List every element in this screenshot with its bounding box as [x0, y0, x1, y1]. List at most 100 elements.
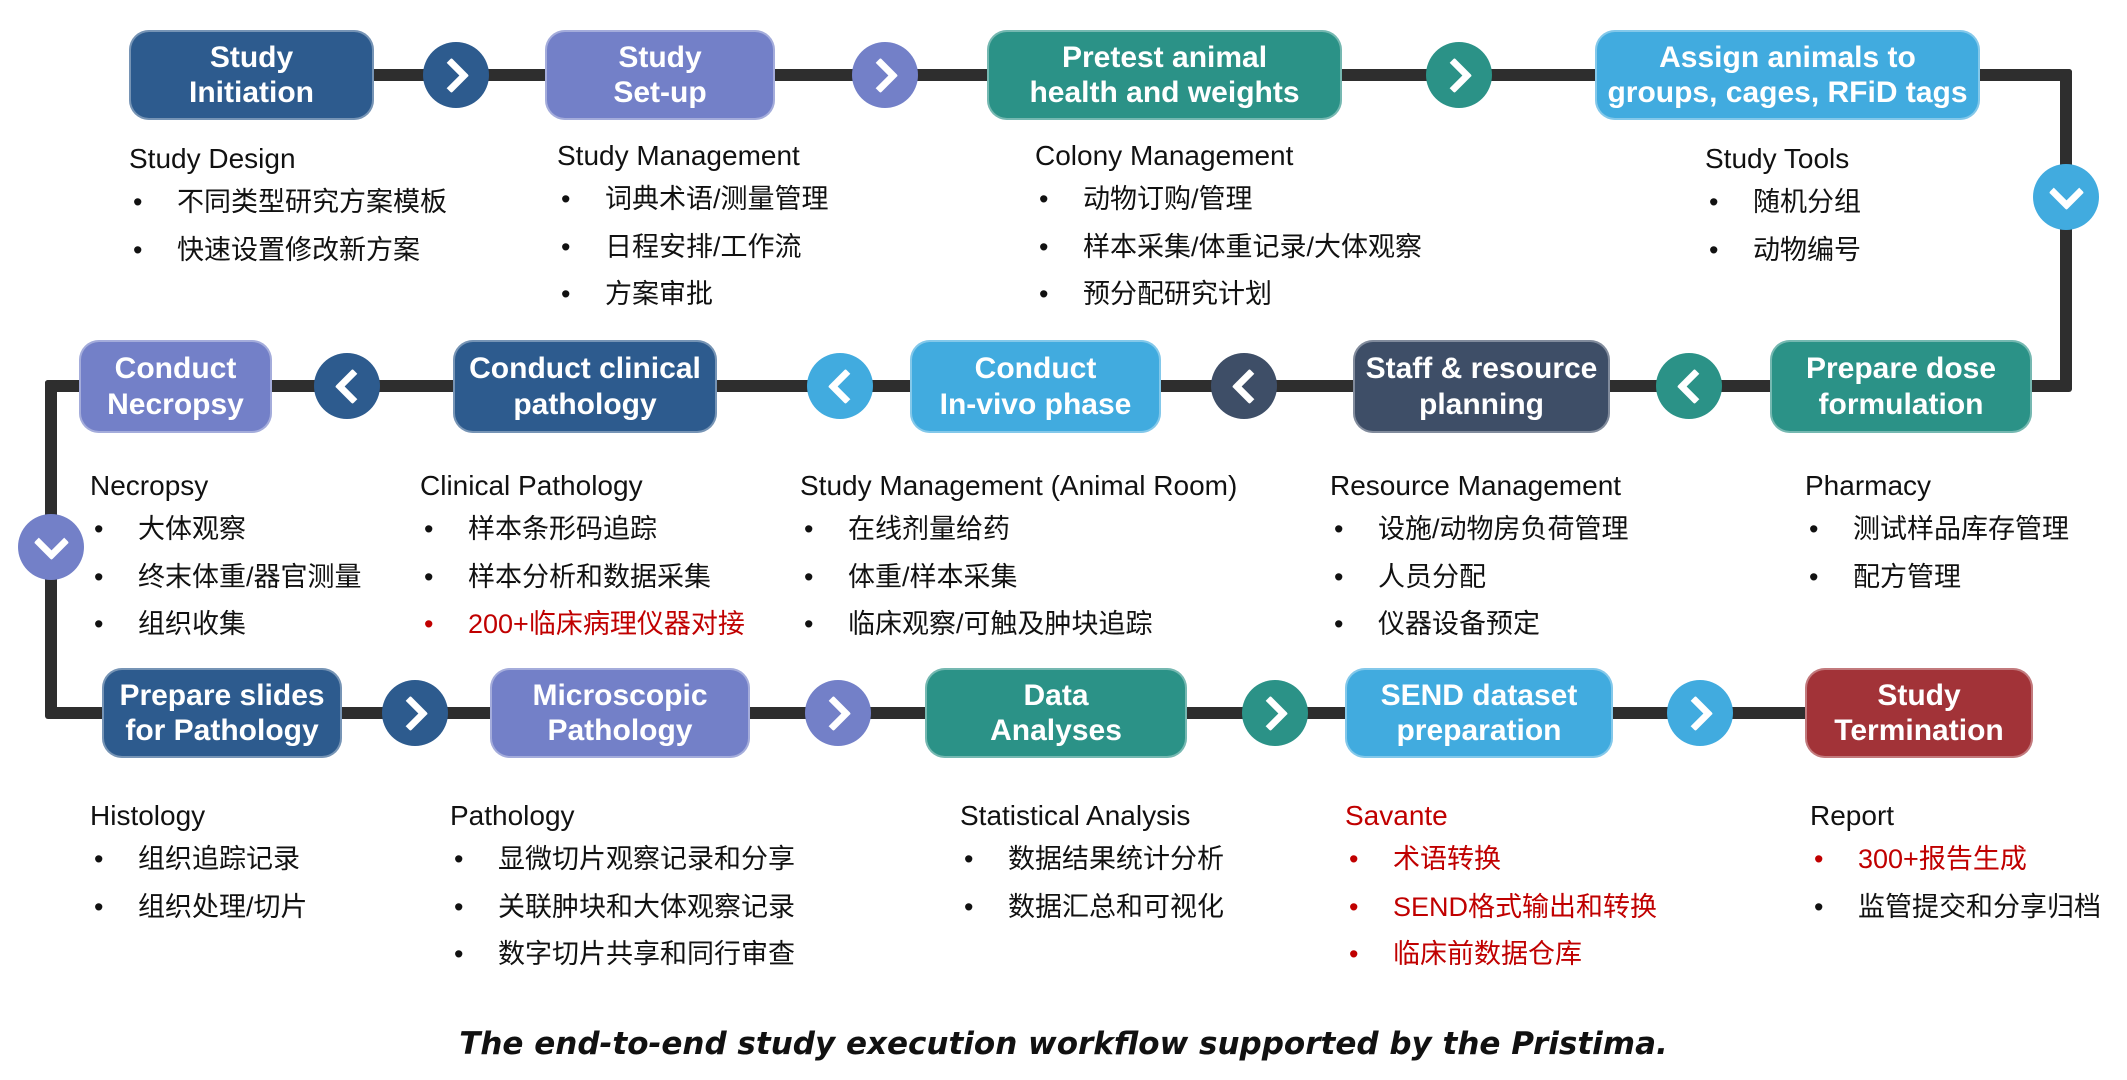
- bullet-dot-icon: •: [133, 234, 143, 265]
- step-label: Conduct In-vivo phase: [939, 352, 1132, 421]
- step-prepare-slides: Prepare slides for Pathology: [102, 668, 342, 758]
- note-clinical-pathology: Clinical Pathology •样本条形码追踪 •样本分析和数据采集 •…: [420, 470, 800, 655]
- chevron-down-icon: [2048, 174, 2084, 210]
- note-report: Report •300+报告生成 •监管提交和分享归档: [1810, 800, 2127, 937]
- step-study-initiation: Study Initiation: [129, 30, 374, 120]
- step-study-set-up: Study Set-up: [545, 30, 775, 120]
- note-bullet: •设施/动物房负荷管理: [1330, 512, 1760, 547]
- note-bullet: •数据汇总和可视化: [960, 890, 1340, 925]
- note-bullet: •在线剂量给药: [800, 512, 1300, 547]
- arrow-right-icon: [1242, 680, 1308, 746]
- bullet-dot-icon: •: [1039, 184, 1049, 214]
- bullet-dot-icon: •: [1039, 231, 1049, 262]
- bullet-dot-icon: •: [1334, 609, 1344, 640]
- bullet-dot-icon: •: [94, 844, 104, 874]
- step-microscopic-pathology: Microscopic Pathology: [490, 668, 750, 758]
- connector-line: [2060, 69, 2072, 391]
- bullet-dot-icon: •: [94, 561, 104, 592]
- note-bullet: •预分配研究计划: [1035, 277, 1555, 312]
- chevron-right-icon: [815, 695, 851, 731]
- arrow-right-icon: [852, 42, 918, 108]
- arrow-right-icon: [382, 680, 448, 746]
- bullet-dot-icon: •: [561, 279, 571, 310]
- step-conduct-in-vivo-phase: Conduct In-vivo phase: [910, 340, 1161, 433]
- note-bullet: •不同类型研究方案模板: [129, 185, 559, 220]
- note-bullet: •样本分析和数据采集: [420, 560, 800, 595]
- step-label: Pretest animal health and weights: [1029, 40, 1300, 109]
- note-bullet: •终末体重/器官测量: [90, 560, 420, 595]
- note-bullet: •样本条形码追踪: [420, 512, 800, 547]
- note-bullet: •仪器设备预定: [1330, 607, 1760, 642]
- bullet-dot-icon: •: [561, 184, 571, 214]
- note-bullet: •监管提交和分享归档: [1810, 890, 2127, 925]
- step-conduct-clinical-pathology: Conduct clinical pathology: [453, 340, 717, 433]
- note-colony-management: Colony Management •动物订购/管理 •样本采集/体重记录/大体…: [1035, 140, 1555, 325]
- bullet-dot-icon: •: [1334, 561, 1344, 592]
- bullet-dot-icon: •: [1809, 561, 1819, 592]
- note-pharmacy: Pharmacy •测试样品库存管理 •配方管理: [1805, 470, 2125, 607]
- bullet-dot-icon: •: [1814, 891, 1824, 922]
- arrow-right-icon: [423, 42, 489, 108]
- figure-caption: The end-to-end study execution workflow …: [459, 1026, 1668, 1062]
- note-title: Study Design: [129, 143, 296, 174]
- note-bullet: •体重/样本采集: [800, 560, 1300, 595]
- step-prepare-dose-formulation: Prepare dose formulation: [1770, 340, 2032, 433]
- note-bullet: •配方管理: [1805, 560, 2125, 595]
- bullet-dot-icon: •: [1709, 234, 1719, 265]
- bullet-dot-icon: •: [804, 514, 814, 544]
- bullet-dot-icon: •: [133, 187, 143, 217]
- note-bullet-highlight: •SEND格式输出和转换: [1345, 890, 1765, 925]
- note-title: Pathology: [450, 800, 575, 831]
- note-study-management: Study Management •词典术语/测量管理 •日程安排/工作流 •方…: [557, 140, 987, 325]
- note-bullet: •快速设置修改新方案: [129, 233, 559, 268]
- bullet-dot-icon: •: [454, 939, 464, 970]
- bullet-dot-icon: •: [1349, 844, 1359, 874]
- note-bullet: •词典术语/测量管理: [557, 182, 987, 217]
- note-bullet-highlight: •200+临床病理仪器对接: [420, 607, 800, 642]
- note-title: Necropsy: [90, 470, 209, 501]
- arrow-left-icon: [807, 353, 873, 419]
- step-label: Prepare dose formulation: [1805, 352, 1997, 421]
- note-title: Study Tools: [1705, 143, 1850, 174]
- bullet-dot-icon: •: [1349, 939, 1359, 970]
- chevron-right-icon: [433, 57, 469, 93]
- chevron-right-icon: [1677, 695, 1713, 731]
- chevron-left-icon: [827, 368, 863, 404]
- note-bullet: •动物编号: [1705, 233, 2035, 268]
- step-conduct-necropsy: Conduct Necropsy: [79, 340, 272, 433]
- arrow-right-icon: [805, 680, 871, 746]
- note-study-design: Study Design •不同类型研究方案模板 •快速设置修改新方案: [129, 143, 559, 280]
- step-assign-animals: Assign animals to groups, cages, RFiD ta…: [1595, 30, 1980, 120]
- bullet-dot-icon: •: [1349, 891, 1359, 922]
- step-staff-resource-planning: Staff & resource planning: [1353, 340, 1610, 433]
- bullet-dot-icon: •: [964, 844, 974, 874]
- note-title: Colony Management: [1035, 140, 1294, 171]
- note-title: Report: [1810, 800, 1895, 831]
- chevron-right-icon: [392, 695, 428, 731]
- arrow-down-icon: [2033, 164, 2099, 230]
- bullet-dot-icon: •: [561, 231, 571, 262]
- arrow-left-icon: [314, 353, 380, 419]
- bullet-dot-icon: •: [1334, 514, 1344, 544]
- note-bullet: •组织处理/切片: [90, 890, 430, 925]
- note-study-management-animal-room: Study Management (Animal Room) •在线剂量给药 •…: [800, 470, 1300, 655]
- note-title: Clinical Pathology: [420, 470, 643, 501]
- arrow-left-icon: [1211, 353, 1277, 419]
- note-title: Pharmacy: [1805, 470, 1932, 501]
- step-label: SEND dataset preparation: [1380, 678, 1578, 747]
- note-bullet: •样本采集/体重记录/大体观察: [1035, 230, 1555, 265]
- chevron-right-icon: [1436, 57, 1472, 93]
- bullet-dot-icon: •: [454, 891, 464, 922]
- step-study-termination: Study Termination: [1805, 668, 2033, 758]
- arrow-left-icon: [1656, 353, 1722, 419]
- note-bullet: •数据结果统计分析: [960, 842, 1340, 877]
- note-pathology: Pathology •显微切片观察记录和分享 •关联肿块和大体观察记录 •数字切…: [450, 800, 930, 985]
- note-statistical-analysis: Statistical Analysis •数据结果统计分析 •数据汇总和可视化: [960, 800, 1340, 937]
- note-bullet-highlight: •临床前数据仓库: [1345, 937, 1765, 972]
- chevron-left-icon: [1231, 368, 1267, 404]
- note-savante: Savante •术语转换 •SEND格式输出和转换 •临床前数据仓库: [1345, 800, 1765, 985]
- note-bullet: •动物订购/管理: [1035, 182, 1555, 217]
- bullet-dot-icon: •: [94, 609, 104, 640]
- arrow-right-icon: [1667, 680, 1733, 746]
- note-bullet: •随机分组: [1705, 185, 2035, 220]
